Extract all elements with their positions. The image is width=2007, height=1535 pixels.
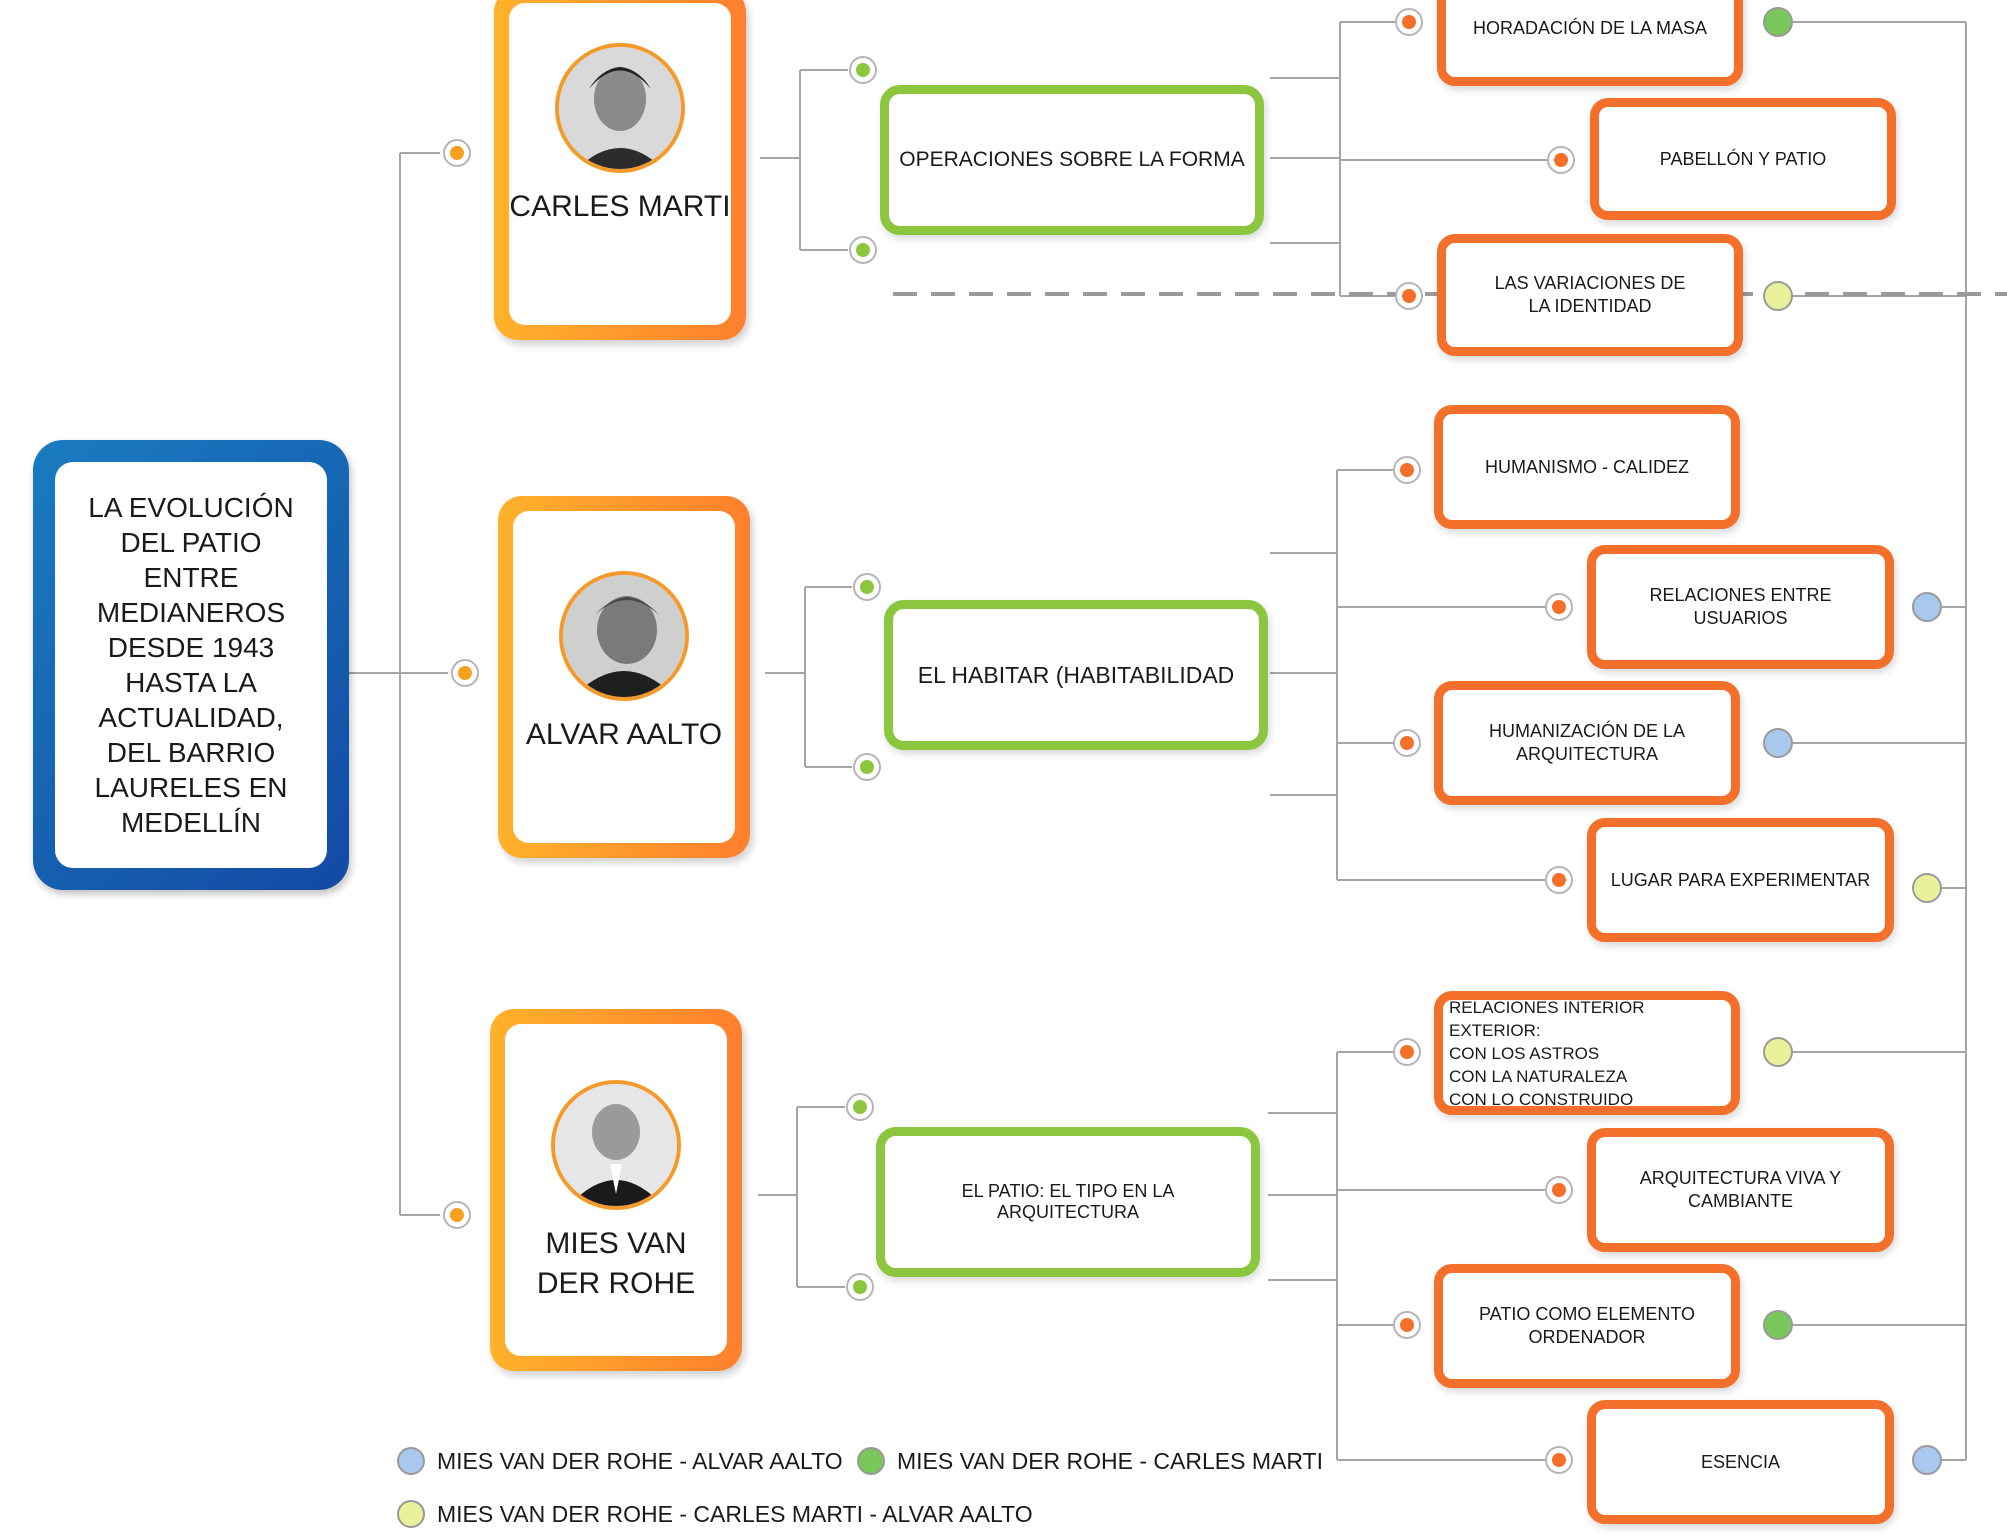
concept-label-relaciones-usuarios: RELACIONES ENTRE USUARIOS xyxy=(1649,585,1832,628)
relation-dot-mies-marti xyxy=(1763,1310,1793,1340)
connector-node xyxy=(849,56,877,84)
root-concept-box: LA EVOLUCIÓN DEL PATIO ENTRE MEDIANEROS … xyxy=(33,440,349,890)
connector-node xyxy=(1547,146,1575,174)
relation-dot-mies-marti xyxy=(1763,7,1793,37)
connector-node xyxy=(1395,282,1423,310)
connector-node xyxy=(1545,593,1573,621)
connector-node xyxy=(451,659,479,687)
connector-node xyxy=(853,753,881,781)
relation-dot-mies-aalto xyxy=(1912,592,1942,622)
relation-dot-all-three xyxy=(1912,873,1942,903)
connector-node xyxy=(1393,456,1421,484)
legend-item-all-three: MIES VAN DER ROHE - CARLES MARTI - ALVAR… xyxy=(397,1500,1033,1528)
concept-box-patio-ordenador: PATIO COMO ELEMENTO ORDENADOR xyxy=(1434,1264,1740,1388)
connector-node xyxy=(853,573,881,601)
author-name-mies-van-der-rohe: MIES VAN DER ROHE xyxy=(536,1227,696,1300)
relation-dot-all-three xyxy=(1763,1037,1793,1067)
concept-box-horadacion: HORADACIÓN DE LA MASA xyxy=(1437,0,1743,86)
connector-node xyxy=(849,236,877,264)
portrait-mies-van-der-rohe xyxy=(551,1080,681,1210)
legend-label: MIES VAN DER ROHE - CARLES MARTI - ALVAR… xyxy=(437,1500,1033,1527)
concept-box-humanismo: HUMANISMO - CALIDEZ xyxy=(1434,405,1740,529)
legend-label: MIES VAN DER ROHE - CARLES MARTI xyxy=(897,1447,1323,1474)
operation-box-mies-van-der-rohe: EL PATIO: EL TIPO EN LA ARQUITECTURA xyxy=(876,1127,1260,1277)
legend-item-mies-aalto: MIES VAN DER ROHE - ALVAR AALTO xyxy=(397,1447,843,1475)
connector-node xyxy=(443,139,471,167)
connector-node xyxy=(1393,1311,1421,1339)
operation-label-carles-marti: OPERACIONES SOBRE LA FORMA xyxy=(899,148,1245,171)
legend-item-mies-marti: MIES VAN DER ROHE - CARLES MARTI xyxy=(857,1447,1323,1475)
connector-node xyxy=(846,1273,874,1301)
concept-label-horadacion: HORADACIÓN DE LA MASA xyxy=(1472,17,1708,38)
legend-label: MIES VAN DER ROHE - ALVAR AALTO xyxy=(437,1447,843,1474)
connector-node xyxy=(1393,1038,1421,1066)
concept-label-lugar: LUGAR PARA EXPERIMENTAR xyxy=(1610,869,1871,890)
concept-label-patio-ordenador: PATIO COMO ELEMENTO ORDENADOR xyxy=(1478,1304,1696,1347)
concept-label-arquitectura-viva: ARQUITECTURA VIVA Y CAMBIANTE xyxy=(1639,1168,1842,1211)
concept-box-esencia: ESENCIA xyxy=(1587,1400,1894,1524)
concept-label-humanismo: HUMANISMO - CALIDEZ xyxy=(1484,456,1689,477)
concept-label-humanizacion: HUMANIZACIÓN DE LA ARQUITECTURA xyxy=(1488,721,1686,764)
legend-swatch xyxy=(857,1447,885,1475)
concept-box-arquitectura-viva: ARQUITECTURA VIVA Y CAMBIANTE xyxy=(1587,1128,1894,1252)
author-name-carles-marti: CARLES MARTI xyxy=(509,190,731,223)
concept-box-relaciones-usuarios: RELACIONES ENTRE USUARIOS xyxy=(1587,545,1894,669)
portrait-carles-marti xyxy=(555,43,685,173)
author-card-alvar-aalto: ALVAR AALTO xyxy=(498,496,750,858)
connector-node xyxy=(1545,1446,1573,1474)
concept-box-humanizacion: HUMANIZACIÓN DE LA ARQUITECTURA xyxy=(1434,681,1740,805)
connector-node xyxy=(1393,729,1421,757)
concept-box-variaciones: LAS VARIACIONES DE LA IDENTIDAD xyxy=(1437,234,1743,356)
concept-box-lugar: LUGAR PARA EXPERIMENTAR xyxy=(1587,818,1894,942)
connector-node xyxy=(1395,8,1423,36)
operation-label-alvar-aalto: EL HABITAR (HABITABILIDAD xyxy=(917,661,1235,688)
concept-label-esencia: ESENCIA xyxy=(1700,1451,1781,1472)
relation-dot-all-three xyxy=(1763,281,1793,311)
relation-dot-mies-aalto xyxy=(1763,728,1793,758)
concept-label-variaciones: LAS VARIACIONES DE LA IDENTIDAD xyxy=(1494,273,1686,316)
portrait-alvar-aalto xyxy=(559,571,689,701)
legend-swatch xyxy=(397,1500,425,1528)
concept-box-relaciones-interior: RELACIONES INTERIOR EXTERIOR: CON LOS AS… xyxy=(1434,991,1740,1115)
operation-box-carles-marti: OPERACIONES SOBRE LA FORMA xyxy=(880,85,1264,235)
operation-box-alvar-aalto: EL HABITAR (HABITABILIDAD xyxy=(884,600,1268,750)
operation-label-mies-van-der-rohe: EL PATIO: EL TIPO EN LA ARQUITECTURA xyxy=(961,1181,1175,1222)
concept-label-relaciones-interior: RELACIONES INTERIOR EXTERIOR: CON LOS AS… xyxy=(1449,997,1645,1109)
legend-swatch xyxy=(397,1447,425,1475)
concept-label-pabellon: PABELLÓN Y PATIO xyxy=(1659,148,1827,169)
connector-node xyxy=(1545,1176,1573,1204)
relation-dot-mies-aalto xyxy=(1912,1445,1942,1475)
author-card-mies-van-der-rohe: MIES VAN DER ROHE xyxy=(490,1009,742,1371)
concept-box-pabellon: PABELLÓN Y PATIO xyxy=(1590,98,1896,220)
root-concept-label: LA EVOLUCIÓN DEL PATIO ENTRE MEDIANEROS … xyxy=(55,462,327,868)
author-name-alvar-aalto: ALVAR AALTO xyxy=(525,718,723,751)
author-card-carles-marti: CARLES MARTI xyxy=(494,0,746,340)
connector-node xyxy=(846,1093,874,1121)
connector-node xyxy=(1545,866,1573,894)
connector-node xyxy=(443,1201,471,1229)
